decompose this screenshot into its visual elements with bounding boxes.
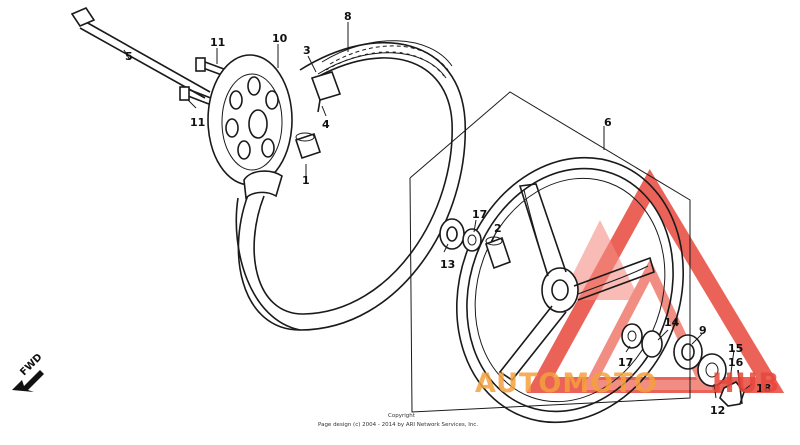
callout-4: 4 <box>322 118 330 131</box>
tire <box>235 40 466 331</box>
watermark-text-hub: HUB <box>712 368 780 399</box>
bearing-13 <box>439 218 465 250</box>
callout-6: 6 <box>604 116 612 129</box>
brake-disc <box>207 54 293 186</box>
copyright-text: Page design (c) 2004 - 2014 by ARI Netwo… <box>318 422 478 428</box>
callout-15: 15 <box>728 342 743 355</box>
collar <box>294 132 322 160</box>
axle <box>70 7 211 99</box>
callout-18: 18 <box>756 382 771 395</box>
tire-tread-icon <box>325 45 449 77</box>
leader-lines <box>123 22 753 399</box>
seal-17a <box>462 228 482 252</box>
callout-9: 9 <box>699 324 707 337</box>
callout-12: 12 <box>710 404 725 417</box>
callout-8: 8 <box>344 10 352 23</box>
callout-11-lower: 11 <box>190 116 205 129</box>
tube-valve <box>310 71 342 113</box>
seal-17b <box>621 323 643 349</box>
callout-13: 13 <box>440 258 455 271</box>
spacer-2 <box>484 236 512 270</box>
callout-2: 2 <box>494 222 502 235</box>
callout-16: 16 <box>728 356 744 369</box>
callout-11-upper: 11 <box>210 36 225 49</box>
callout-1: 1 <box>302 174 310 187</box>
copyright-title: Copyright <box>388 413 416 419</box>
watermark-text-automoto: AUTOMOTO <box>475 368 658 399</box>
nut-15 <box>719 380 745 407</box>
callout-5: 5 <box>125 50 133 63</box>
bearing-14 <box>641 330 663 358</box>
fwd-arrow-icon <box>12 370 44 392</box>
callout-3: 3 <box>303 44 311 57</box>
cotter-pin-16 <box>737 369 743 405</box>
callout-17-lower: 17 <box>618 356 633 369</box>
wheel <box>455 156 685 424</box>
callout-17-upper: 17 <box>472 208 487 221</box>
callout-10: 10 <box>272 32 288 45</box>
reference-box <box>409 91 691 413</box>
side-collar-9 <box>673 334 703 370</box>
gear-12 <box>697 353 727 387</box>
callout-14: 14 <box>664 316 680 329</box>
watermark-logo-icon <box>526 168 785 393</box>
rim-band <box>243 170 283 200</box>
